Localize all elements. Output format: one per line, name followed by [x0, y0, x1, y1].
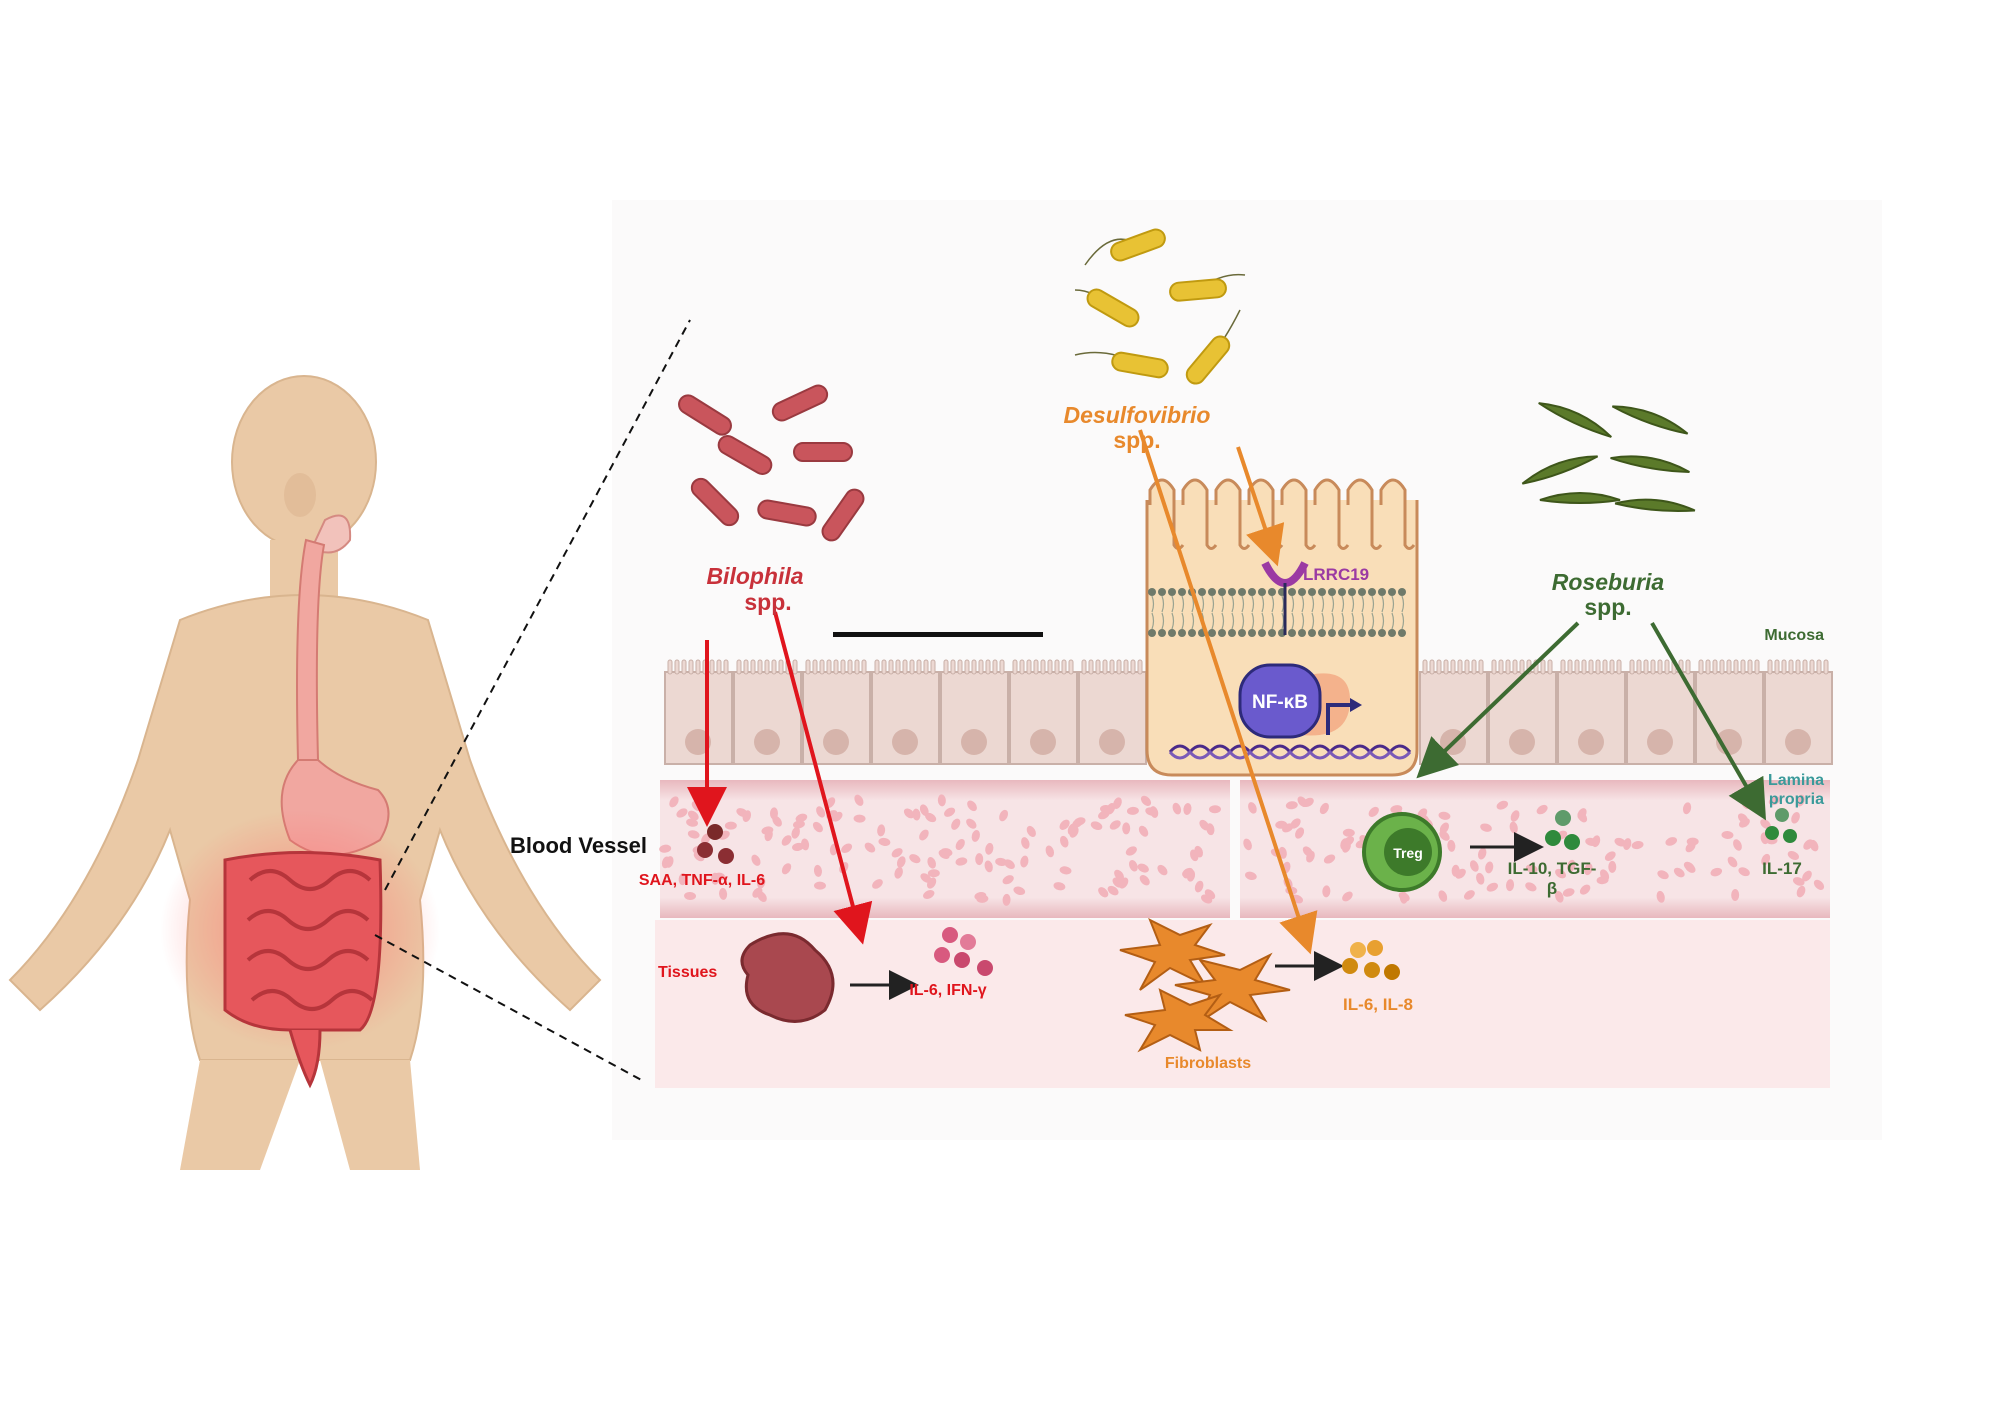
il6-ifng-label: IL-6, IFN-γ: [909, 982, 986, 999]
bilophila-spp-label: spp.: [744, 589, 791, 615]
il10-tgf-cytokine-icon: [1545, 810, 1580, 850]
desulfovibrio-arrow-receptor: [1236, 446, 1285, 567]
nfkb-icon: [1238, 663, 1322, 739]
saa-tnf-il6-label: SAA, TNF-α, IL-6: [639, 872, 765, 889]
il17-cytokine-icon: [1765, 808, 1797, 843]
il6-il8-cytokine-icon: [1342, 940, 1400, 980]
roseburia-arrow-il17: [1650, 621, 1767, 821]
blood-vessel-label: Blood Vessel: [510, 833, 647, 858]
lrrc19-label: LRRC19: [1303, 565, 1369, 584]
desulfovibrio-spp-label: spp.: [1113, 427, 1160, 453]
enterocyte-cell: [1145, 478, 1419, 777]
treg-cell-icon: [1362, 812, 1442, 892]
roseburia-genus-label: Roseburia: [1552, 569, 1665, 595]
bilophila-arrow-tissue: [773, 611, 873, 945]
dna-icon: [1168, 744, 1412, 760]
il10-tgf-label-line2: β: [1547, 879, 1557, 898]
lamina-propria-label-line1: Lamina: [1768, 772, 1824, 789]
il6-ifng-cytokine-icon: [934, 927, 993, 976]
tissues-label: Tissues: [658, 964, 717, 981]
desulfovibrio-bacteria-icon: [1074, 228, 1246, 385]
il6-il8-label: IL-6, IL-8: [1343, 995, 1413, 1014]
fibroblasts-icon: [1119, 917, 1291, 1053]
fibroblasts-label: Fibroblasts: [1165, 1055, 1251, 1072]
il10-tgf-label-line1: IL-10, TGF-: [1508, 859, 1597, 878]
desulfovibrio-genus-label: Desulfovibrio: [1064, 402, 1211, 428]
roseburia-arrow-treg: [1416, 621, 1580, 779]
roseburia-bacteria-icon: [1521, 402, 1696, 513]
il17-label: IL-17: [1762, 859, 1802, 878]
zoom-line-bottom: [374, 934, 646, 1083]
epithelial-cells: [664, 659, 1833, 765]
bilophila-genus-label: Bilophila: [706, 563, 803, 589]
tissue-mass-icon: [740, 932, 835, 1023]
zoom-line-top: [384, 319, 691, 891]
nfkb-label: NF-κB: [1252, 692, 1308, 713]
mucosa-label: Mucosa: [1764, 627, 1824, 644]
transcription-arrow-icon: [1326, 703, 1358, 735]
desulfovibrio-arrow-fibroblasts: [1138, 429, 1318, 955]
saa-tnf-il6-cytokine-icon: [697, 824, 734, 864]
roseburia-spp-label: spp.: [1584, 594, 1631, 620]
divider-bar: [833, 632, 1043, 637]
inflamed-intestine-icon: [160, 810, 440, 1089]
lrrc19-receptor-icon: [1261, 561, 1309, 635]
bilophila-bacteria-icon: [678, 384, 865, 542]
lamina-propria-label-line2: propria: [1769, 791, 1824, 808]
treg-label: Treg: [1393, 845, 1423, 861]
